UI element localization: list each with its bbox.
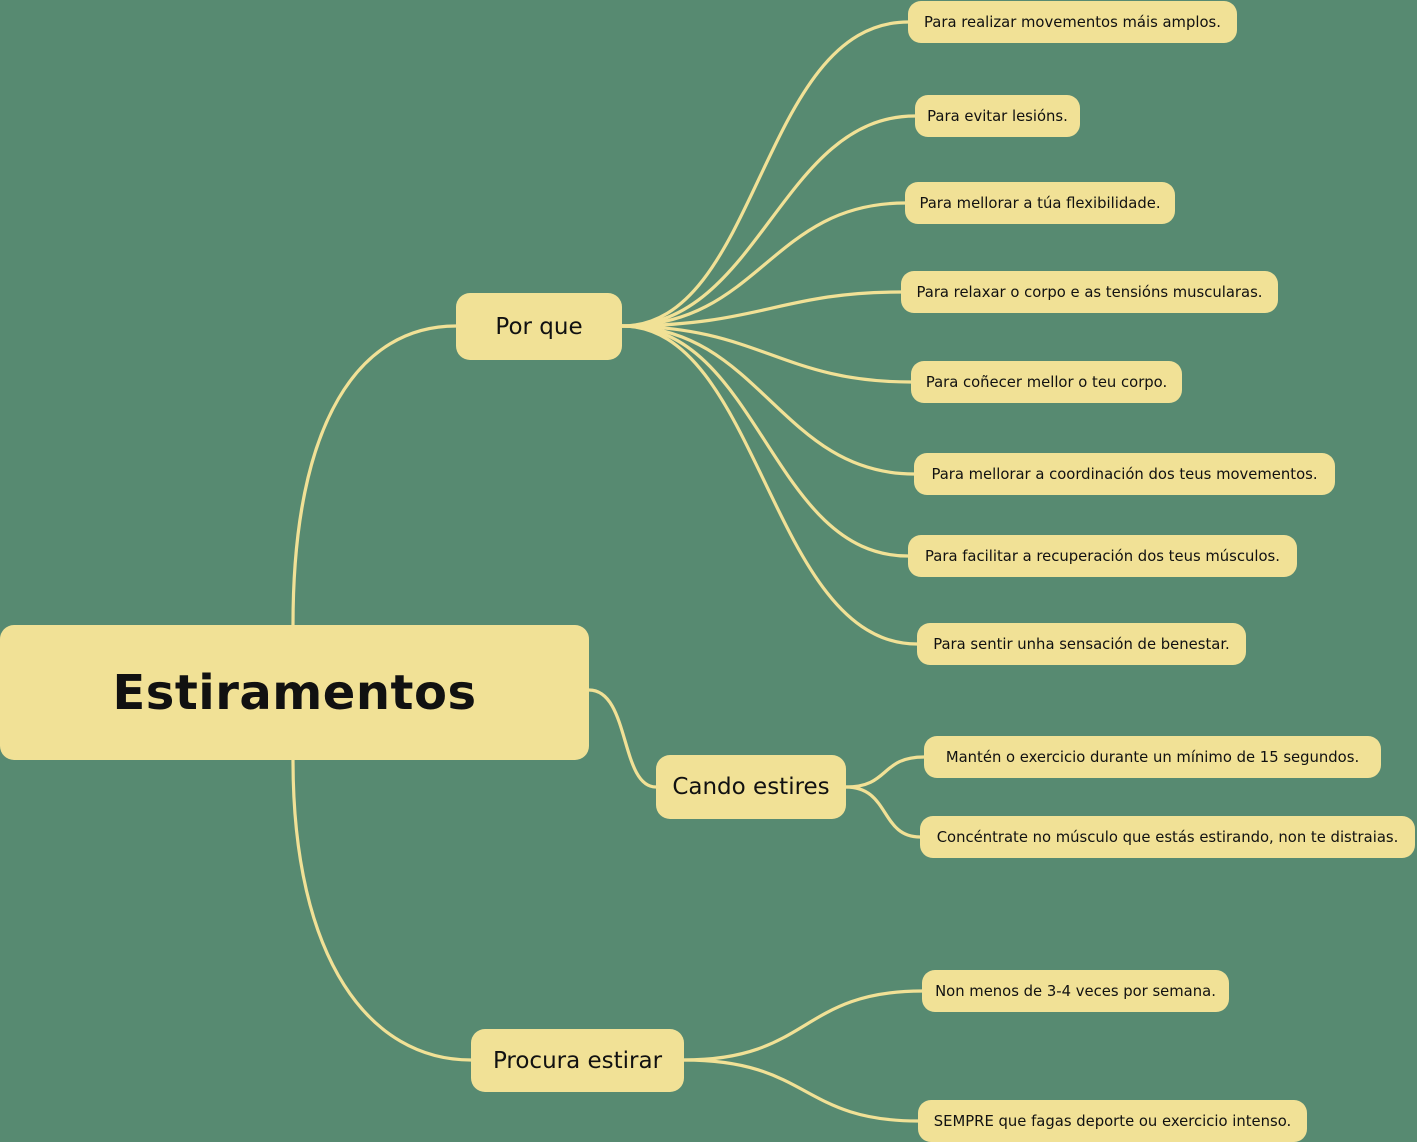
leaf-procura-estirar-2[interactable]: SEMPRE que fagas deporte ou exercicio in…	[918, 1100, 1307, 1142]
leaf-por-que-1[interactable]: Para realizar movementos máis amplos.	[908, 1, 1237, 43]
connector-procura-estirar-leaf-2	[682, 1058, 920, 1123]
leaf-por-que-6[interactable]: Para mellorar a coordinación dos teus mo…	[914, 453, 1335, 495]
leaf-label: Para evitar lesións.	[927, 107, 1068, 125]
connector-por-que-leaf-5	[620, 324, 913, 384]
leaf-label: Para mellorar a coordinación dos teus mo…	[931, 465, 1318, 483]
connector-cando-estires-leaf-1	[844, 755, 926, 789]
leaf-cando-estires-2[interactable]: Concéntrate no músculo que estás estiran…	[920, 816, 1415, 858]
connector-por-que-leaf-7	[620, 324, 910, 558]
leaf-label: Para sentir unha sensación de benestar.	[933, 635, 1230, 653]
leaf-label: Mantén o exercicio durante un mínimo de …	[945, 748, 1360, 766]
connector-root-procura-estirar	[291, 758, 473, 1062]
connector-por-que-leaf-4	[620, 290, 903, 328]
root-node[interactable]: Estiramentos	[0, 625, 589, 760]
branch-cando-estires[interactable]: Cando estires	[656, 755, 846, 819]
leaf-por-que-7[interactable]: Para facilitar a recuperación dos teus m…	[908, 535, 1297, 577]
leaf-label: Para facilitar a recuperación dos teus m…	[925, 547, 1280, 565]
branch-label: Cando estires	[672, 774, 830, 800]
leaf-por-que-2[interactable]: Para evitar lesións.	[915, 95, 1080, 137]
connector-por-que-leaf-3	[620, 201, 907, 328]
branch-por-que[interactable]: Por que	[456, 293, 622, 360]
connector-por-que-leaf-2	[620, 114, 917, 328]
leaf-procura-estirar-1[interactable]: Non menos de 3-4 veces por semana.	[922, 970, 1229, 1012]
branch-label: Procura estirar	[492, 1047, 663, 1074]
connector-por-que-leaf-1	[620, 20, 910, 328]
connector-por-que-leaf-6	[620, 324, 916, 476]
leaf-por-que-5[interactable]: Para coñecer mellor o teu corpo.	[911, 361, 1182, 403]
connector-cando-estires-leaf-2	[844, 785, 922, 839]
leaf-label: Para coñecer mellor o teu corpo.	[925, 373, 1168, 391]
connector-root-por-que	[291, 324, 458, 627]
root-label: Estiramentos	[112, 664, 477, 721]
leaf-cando-estires-1[interactable]: Mantén o exercicio durante un mínimo de …	[924, 736, 1381, 778]
connector-por-que-leaf-8	[620, 324, 919, 646]
leaf-label: Concéntrate no músculo que estás estiran…	[936, 828, 1399, 846]
connector-procura-estirar-leaf-1	[682, 989, 924, 1062]
branch-label: Por que	[495, 313, 583, 340]
branch-procura-estirar[interactable]: Procura estirar	[471, 1029, 684, 1092]
leaf-label: Para realizar movementos máis amplos.	[924, 13, 1221, 31]
leaf-label: Para mellorar a túa flexibilidade.	[919, 194, 1161, 212]
leaf-por-que-8[interactable]: Para sentir unha sensación de benestar.	[917, 623, 1246, 665]
leaf-label: Para relaxar o corpo e as tensións muscu…	[916, 283, 1263, 301]
leaf-por-que-3[interactable]: Para mellorar a túa flexibilidade.	[905, 182, 1175, 224]
leaf-label: SEMPRE que fagas deporte ou exercicio in…	[933, 1112, 1292, 1130]
leaf-por-que-4[interactable]: Para relaxar o corpo e as tensións muscu…	[901, 271, 1278, 313]
leaf-label: Non menos de 3-4 veces por semana.	[935, 982, 1216, 1000]
connector-root-cando-estires	[587, 688, 658, 789]
